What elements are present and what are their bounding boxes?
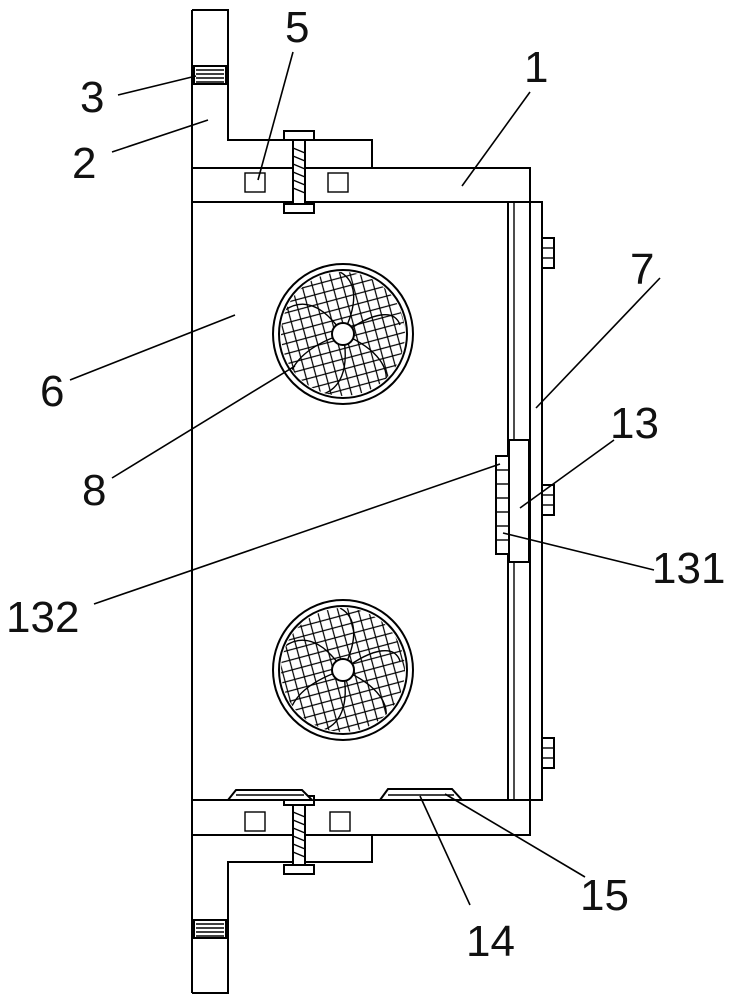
reference-numerals: 3 2 5 1 6 7 8 13 131 132 14 15 xyxy=(6,3,725,966)
block-bottom-left xyxy=(244,811,266,832)
leader-3 xyxy=(117,75,197,96)
foot-left xyxy=(225,789,315,801)
label-15: 15 xyxy=(580,871,629,920)
leader-lines xyxy=(69,51,661,906)
label-8: 8 xyxy=(82,466,106,515)
top-bolt xyxy=(283,130,315,214)
leader-5 xyxy=(257,51,294,181)
label-2: 2 xyxy=(72,139,96,188)
fan-top xyxy=(272,263,414,405)
label-132: 132 xyxy=(6,593,79,642)
hinge xyxy=(495,439,530,563)
fan-bottom xyxy=(272,599,414,741)
hinge-leaf-131 xyxy=(508,439,530,563)
label-6: 6 xyxy=(40,367,64,416)
leader-7 xyxy=(535,277,661,409)
hinge-knuckles-132 xyxy=(495,455,510,555)
label-13: 13 xyxy=(610,399,659,448)
bolt-head-top xyxy=(541,237,555,269)
leader-132 xyxy=(93,463,501,605)
leader-13 xyxy=(519,439,615,509)
leader-15 xyxy=(444,793,586,878)
housing xyxy=(191,167,531,836)
label-131: 131 xyxy=(652,544,725,593)
bolt-head-middle xyxy=(541,484,555,516)
label-5: 5 xyxy=(285,3,309,52)
label-14: 14 xyxy=(466,917,515,966)
label-7: 7 xyxy=(630,245,654,294)
foot-right xyxy=(378,788,465,801)
leader-8 xyxy=(111,365,296,479)
label-3: 3 xyxy=(80,73,104,122)
block-5 xyxy=(244,172,266,193)
bolt-head-bottom xyxy=(541,737,555,769)
label-1: 1 xyxy=(524,43,548,92)
leader-1 xyxy=(461,91,531,187)
leader-2 xyxy=(111,119,209,153)
leader-131 xyxy=(502,532,655,571)
leader-14 xyxy=(419,795,471,906)
block-top-right xyxy=(327,172,349,193)
mounting-bracket xyxy=(191,9,373,994)
leader-6 xyxy=(69,314,236,381)
block-bottom-right xyxy=(329,811,351,832)
